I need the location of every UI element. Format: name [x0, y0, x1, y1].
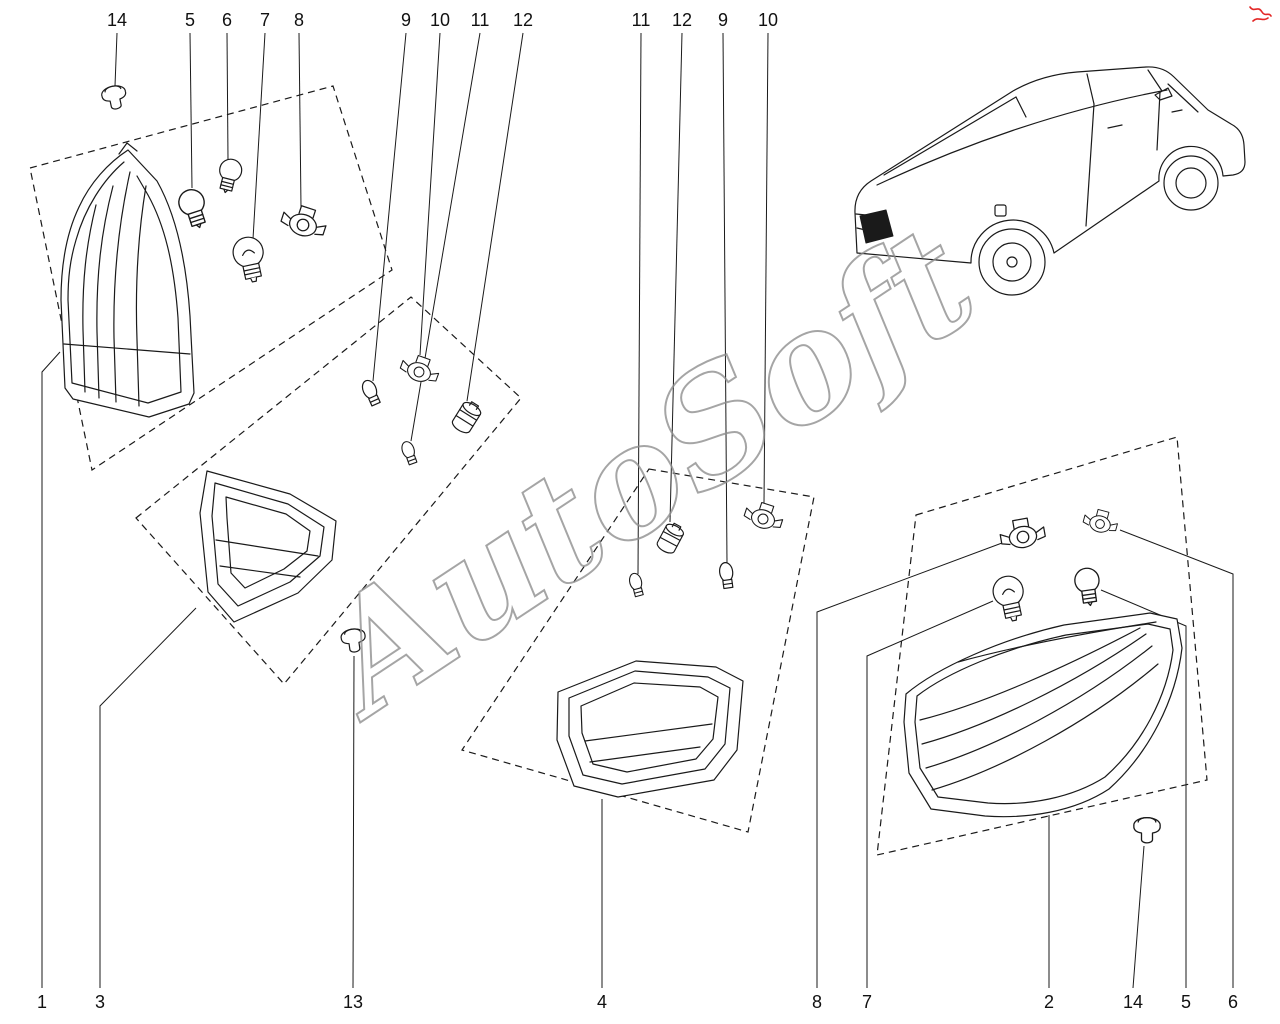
leader-line-1-bottom	[41, 351, 61, 988]
callout-label-12-top: 12	[513, 10, 533, 30]
leader-line-6-top	[226, 32, 229, 161]
part-5-bulb-left	[174, 185, 213, 233]
leader-line-7-bottom	[866, 600, 994, 988]
part-7-bulb-right	[989, 572, 1030, 625]
red-corner-mark	[1249, 6, 1272, 22]
callout-label-2-bottom: 2	[1044, 992, 1054, 1012]
part-12-socket-left	[449, 397, 485, 437]
part-6-socket-right	[1081, 506, 1121, 537]
dashed-box-center-inner-lamp	[461, 468, 815, 833]
callout-label-7-top: 7	[260, 10, 270, 30]
leader-line-12-top	[466, 32, 524, 402]
part-14-grommet-right	[1133, 816, 1161, 844]
part-4-inner-tail-lamp-center	[556, 660, 744, 798]
part-8-socket-right	[997, 514, 1048, 552]
part-9-bulb-center	[717, 561, 736, 590]
leader-line-8-bottom	[816, 542, 1003, 988]
callout-label-14-bottom: 14	[1123, 992, 1143, 1012]
dashed-box-right-outer-lamp	[876, 436, 1208, 856]
callout-label-12-center: 12	[672, 10, 692, 30]
callout-label-7-bottom: 7	[862, 992, 872, 1012]
part-10-socket-left	[397, 350, 443, 388]
leader-line-13-bottom	[352, 655, 355, 989]
car-illustration	[854, 66, 1246, 296]
part-6-bulb-left	[213, 156, 245, 196]
leader-lines	[41, 32, 1234, 989]
part-8-socket-left	[278, 200, 331, 243]
part-14-grommet-left	[99, 83, 130, 112]
part-2-outer-tail-lamp-right	[903, 612, 1183, 818]
callout-label-4-bottom: 4	[597, 992, 607, 1012]
callout-label-9-center: 9	[718, 10, 728, 30]
part-3-inner-tail-lamp-left	[199, 470, 337, 623]
callout-label-1-bottom: 1	[37, 992, 47, 1012]
dashed-box-left-outer-lamp	[29, 85, 393, 471]
callout-label-9-top: 9	[401, 10, 411, 30]
callout-label-5-top: 5	[185, 10, 195, 30]
part-1-outer-tail-lamp-left	[60, 142, 195, 418]
callout-label-6-top: 6	[222, 10, 232, 30]
callout-label-14-top: 14	[107, 10, 127, 30]
part-9-bulb-left	[359, 377, 383, 408]
leader-line-3-bottom	[99, 607, 197, 988]
leader-line-5-top	[189, 32, 193, 189]
callout-label-8-bottom: 8	[812, 992, 822, 1012]
leader-line-6-bottom	[1119, 529, 1234, 988]
leader-line-14-top	[114, 32, 118, 87]
part-7-bulb-left	[229, 233, 270, 286]
leader-line-9-center	[722, 32, 728, 565]
callout-label-8-top: 8	[294, 10, 304, 30]
car-tail-lamp-mark	[859, 209, 894, 244]
part-5-bulb-right	[1072, 566, 1104, 608]
callout-label-11-center: 11	[632, 10, 651, 30]
callout-label-11-top: 11	[471, 10, 490, 30]
callout-label-10-center: 10	[758, 10, 778, 30]
part-11-bulb-left	[399, 439, 420, 466]
leader-line-7-top	[252, 32, 266, 240]
leader-line-9-top	[372, 32, 407, 382]
leader-line-8-top	[298, 32, 302, 208]
leader-line-10-top	[419, 32, 441, 356]
leader-line-14-bottom	[1132, 845, 1145, 989]
leader-line-11-center	[637, 32, 642, 575]
callout-label-13-bottom: 13	[343, 992, 363, 1012]
callout-label-5-bottom: 5	[1181, 992, 1191, 1012]
callout-label-3-bottom: 3	[95, 992, 105, 1012]
leader-line-12-center	[669, 32, 683, 523]
leader-line-5-bottom	[1100, 589, 1187, 988]
callout-label-10-top: 10	[430, 10, 450, 30]
callout-label-6-bottom: 6	[1228, 992, 1238, 1012]
leader-line-10-center	[763, 32, 769, 504]
